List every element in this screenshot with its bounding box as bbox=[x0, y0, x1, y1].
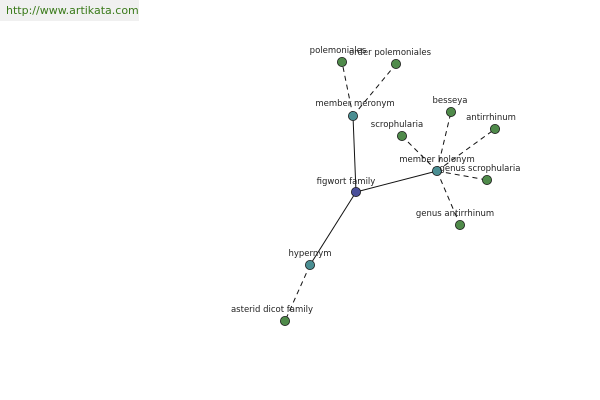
node-label-asterid-dicot-family[interactable]: asterid dicot family bbox=[231, 305, 313, 315]
node-label-scrophularia[interactable]: scrophularia bbox=[371, 120, 423, 130]
node-order-polemoniales[interactable] bbox=[390, 59, 401, 70]
edge-member-holonym-to-besseya bbox=[436, 111, 452, 172]
node-label-genus-antirrhinum[interactable]: genus antirrhinum bbox=[416, 209, 494, 219]
labels-layer: figwort family member meronym member holon… bbox=[231, 46, 521, 315]
edge-hypernym-to-asterid-dicot-family bbox=[284, 264, 311, 322]
edge-figwort-to-member-meronym bbox=[352, 115, 357, 193]
node-genus-scrophularia[interactable] bbox=[481, 174, 492, 185]
node-genus-antirrhinum[interactable] bbox=[454, 219, 465, 230]
node-label-polemoniales[interactable]: polemoniales bbox=[310, 46, 367, 56]
edge-member-meronym-to-order-polemoniales bbox=[352, 63, 397, 117]
edges-layer bbox=[284, 61, 496, 322]
node-label-member-holonym[interactable]: member holonym bbox=[399, 155, 474, 165]
edge-member-meronym-to-polemoniales bbox=[341, 61, 354, 117]
node-asterid-dicot-family[interactable] bbox=[279, 315, 290, 326]
node-member-meronym[interactable] bbox=[347, 111, 358, 122]
node-polemoniales[interactable] bbox=[336, 57, 347, 68]
node-label-besseya[interactable]: besseya bbox=[433, 96, 468, 106]
node-hypernym[interactable] bbox=[304, 259, 315, 270]
edge-member-holonym-to-antirrhinum bbox=[436, 128, 496, 172]
edge-figwort-to-hypernym bbox=[309, 191, 357, 266]
node-label-antirrhinum[interactable]: antirrhinum bbox=[466, 113, 516, 123]
node-figwort[interactable] bbox=[350, 186, 361, 197]
node-besseya[interactable] bbox=[445, 107, 456, 118]
node-member-holonym[interactable] bbox=[431, 165, 442, 176]
edge-member-holonym-to-genus-antirrhinum bbox=[436, 170, 461, 226]
node-scrophularia[interactable] bbox=[396, 130, 407, 141]
node-label-figwort[interactable]: figwort family bbox=[317, 177, 376, 187]
node-antirrhinum[interactable] bbox=[489, 124, 500, 135]
nodes-layer bbox=[279, 57, 500, 326]
node-label-hypernym[interactable]: hypernym bbox=[288, 249, 331, 259]
node-label-order-polemoniales[interactable]: order polemoniales bbox=[349, 48, 432, 58]
node-label-genus-scrophularia[interactable]: genus scrophularia bbox=[440, 164, 521, 174]
edge-figwort-to-member-holonym bbox=[355, 170, 438, 193]
site-url-link[interactable]: http://www.artikata.com bbox=[0, 0, 139, 21]
edge-member-holonym-to-scrophularia bbox=[401, 135, 438, 172]
node-label-member-meronym[interactable]: member meronym bbox=[315, 99, 394, 109]
